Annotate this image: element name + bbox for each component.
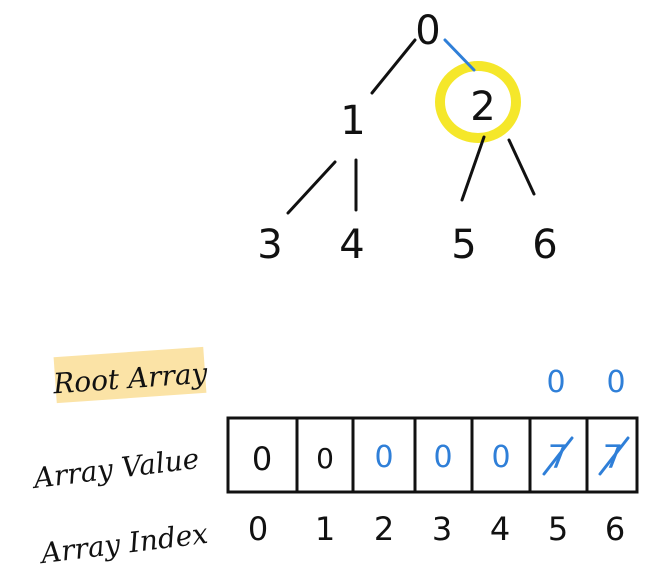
array-value-4: 0 — [491, 440, 510, 475]
array-index-label: Array Index — [36, 517, 210, 571]
strike-5 — [542, 436, 574, 476]
node-4: 4 — [339, 222, 364, 268]
node-5: 5 — [451, 222, 476, 268]
array-index-6: 6 — [605, 510, 625, 548]
edge-0-2 — [443, 38, 476, 72]
edge-0-1 — [370, 38, 417, 95]
array-value-3: 0 — [433, 440, 452, 475]
array-index-1: 1 — [315, 510, 335, 548]
array-value-2: 0 — [374, 440, 393, 475]
node-0: 0 — [415, 8, 440, 54]
array-value-0: 0 — [252, 440, 272, 478]
array-index-5: 5 — [548, 510, 568, 548]
array-indices: 0 1 2 3 4 5 6 — [248, 510, 625, 548]
replacement-values: 0 0 — [546, 365, 625, 400]
edge-2-5 — [460, 135, 486, 202]
edge-1-3 — [286, 160, 337, 215]
array-index-3: 3 — [432, 510, 452, 548]
node-1: 1 — [340, 98, 365, 144]
node-3: 3 — [257, 222, 282, 268]
array-index-4: 4 — [490, 510, 510, 548]
edge-2-6 — [507, 138, 536, 196]
crossed-out-marks — [542, 436, 630, 476]
tree-edges — [286, 38, 536, 215]
array-index-0: 0 — [248, 510, 268, 548]
node-6: 6 — [532, 222, 557, 268]
node-2: 2 — [470, 84, 495, 130]
replacement-value-5: 0 — [546, 365, 565, 400]
array-box — [226, 416, 639, 494]
array-value-label: Array Value — [29, 442, 201, 495]
array-value-1: 0 — [316, 442, 334, 475]
root-array-highlight — [53, 346, 207, 404]
node-2-highlight — [435, 61, 521, 143]
tree-nodes: 0 1 2 3 4 5 6 — [257, 8, 557, 268]
array-index-2: 2 — [374, 510, 394, 548]
strike-6 — [598, 436, 630, 476]
replacement-value-6: 0 — [606, 365, 625, 400]
array-cell-dividers — [295, 418, 589, 492]
